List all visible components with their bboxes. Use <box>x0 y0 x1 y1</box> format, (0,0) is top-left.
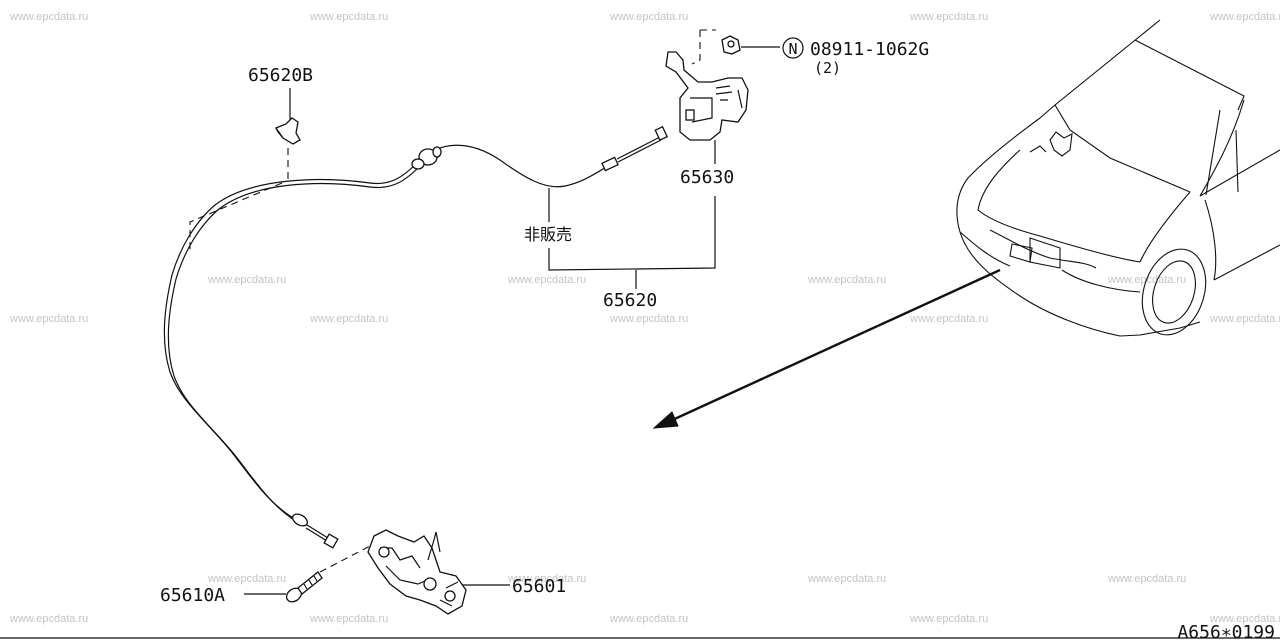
watermark: www.epcdata.ru <box>1209 313 1280 325</box>
nut <box>721 35 741 55</box>
watermark: www.epcdata.ru <box>909 11 988 23</box>
watermark: www.epcdata.ru <box>507 274 586 286</box>
release-cable-inner <box>167 165 421 527</box>
label-65620: 65620 <box>603 290 657 311</box>
watermark: www.epcdata.ru <box>507 573 586 585</box>
release-cable <box>163 144 613 523</box>
leader-not-for-sale <box>548 188 716 271</box>
drawing-code: A656∗0199 <box>1177 622 1275 640</box>
watermark: www.epcdata.ru <box>609 613 688 625</box>
watermark: www.epcdata.ru <box>1209 613 1280 625</box>
watermark: www.epcdata.ru <box>909 613 988 625</box>
watermark: www.epcdata.ru <box>909 313 988 325</box>
callout-arrow <box>652 268 1001 429</box>
watermark: www.epcdata.ru <box>609 313 688 325</box>
nut-symbol: N <box>788 40 797 58</box>
label-65620b: 65620B <box>248 65 313 86</box>
watermark: www.epcdata.ru <box>309 313 388 325</box>
watermark: www.epcdata.ru <box>207 573 286 585</box>
cable-grommet <box>411 146 442 170</box>
watermark: www.epcdata.ru <box>309 613 388 625</box>
bolt <box>285 571 323 603</box>
watermark: www.epcdata.ru <box>9 11 88 23</box>
cable-end-handle-side <box>601 125 669 172</box>
bolt-dash-line <box>319 544 373 573</box>
watermark: www.epcdata.ru <box>609 11 688 23</box>
nut-symbol-circle <box>782 37 804 59</box>
nut-dash-line <box>691 29 716 65</box>
label-not-for-sale: 非販売 <box>524 225 572 244</box>
label-65610a: 65610A <box>160 585 225 606</box>
hood-release-handle <box>665 51 749 141</box>
watermark: www.epcdata.ru <box>309 11 388 23</box>
vehicle-front-view <box>956 19 1280 337</box>
label-65630: 65630 <box>680 167 734 188</box>
watermark: www.epcdata.ru <box>1209 11 1280 23</box>
watermark: www.epcdata.ru <box>1107 573 1186 585</box>
cable-clip <box>274 117 301 145</box>
watermark: www.epcdata.ru <box>807 274 886 286</box>
label-65601: 65601 <box>512 576 566 597</box>
label-nut-quantity: (2) <box>814 59 841 77</box>
watermark: www.epcdata.ru <box>9 613 88 625</box>
label-nut-part-number: 08911-1062G <box>810 39 929 60</box>
watermark: www.epcdata.ru <box>807 573 886 585</box>
hood-lock-assembly <box>367 529 467 615</box>
watermark: www.epcdata.ru <box>207 274 286 286</box>
clip-dash-line <box>189 148 289 252</box>
cable-end-lock-side <box>291 513 339 549</box>
watermark: www.epcdata.ru <box>9 313 88 325</box>
watermark-layer: www.epcdata.ru www.epcdata.ru www.epcdat… <box>9 11 1280 625</box>
